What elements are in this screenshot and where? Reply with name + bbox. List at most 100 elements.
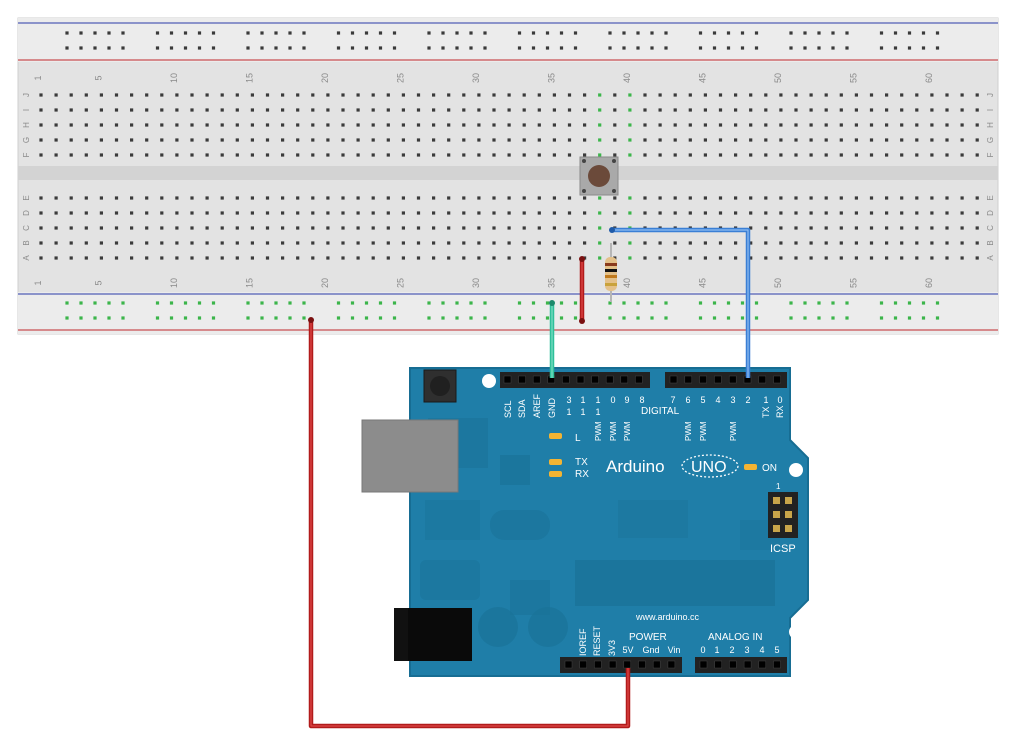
breadboard-hole[interactable] [265,138,270,142]
breadboard-hole[interactable] [613,108,617,112]
breadboard-hole[interactable] [69,108,73,112]
breadboard-hole[interactable] [552,211,556,215]
breadboard-hole[interactable] [69,256,73,260]
rail-hole[interactable] [879,31,884,35]
rail-hole[interactable] [93,31,97,35]
breadboard-hole[interactable] [945,153,949,157]
breadboard-hole[interactable] [703,196,707,200]
breadboard-hole[interactable] [628,93,632,97]
rail-hole[interactable] [65,316,69,320]
rail-hole[interactable] [469,316,473,320]
breadboard-hole[interactable] [175,123,179,127]
breadboard-hole[interactable] [839,196,843,200]
rail-hole[interactable] [817,301,821,305]
breadboard-hole[interactable] [205,93,209,97]
breadboard-hole[interactable] [296,108,300,112]
breadboard-hole[interactable] [145,108,149,112]
rail-hole[interactable] [726,301,731,305]
breadboard-hole[interactable] [401,226,405,230]
rail-hole[interactable] [831,316,835,320]
breadboard-hole[interactable] [583,211,587,215]
rail-hole[interactable] [608,46,612,50]
breadboard-hole[interactable] [250,241,254,245]
rail-hole[interactable] [921,316,926,320]
breadboard-hole[interactable] [250,226,254,230]
breadboard-hole[interactable] [311,256,315,260]
rail-hole[interactable] [197,316,202,320]
breadboard-hole[interactable] [673,123,677,127]
header-pin[interactable] [623,660,632,669]
breadboard-hole[interactable] [114,138,119,142]
breadboard-hole[interactable] [885,123,889,127]
breadboard-hole[interactable] [839,256,843,260]
rail-hole[interactable] [845,301,849,305]
breadboard-hole[interactable] [552,241,556,245]
breadboard-hole[interactable] [628,123,632,127]
breadboard-hole[interactable] [507,226,511,230]
breadboard-hole[interactable] [447,93,451,97]
rail-hole[interactable] [726,316,731,320]
rail-hole[interactable] [573,316,578,320]
breadboard-hole[interactable] [114,226,119,230]
rail-hole[interactable] [664,46,668,50]
breadboard-hole[interactable] [658,123,662,127]
breadboard-hole[interactable] [869,226,874,230]
breadboard-hole[interactable] [341,108,345,112]
breadboard-hole[interactable] [84,108,88,112]
breadboard-hole[interactable] [613,211,617,215]
breadboard-hole[interactable] [356,123,360,127]
breadboard-hole[interactable] [598,256,602,260]
breadboard-hole[interactable] [915,256,919,260]
breadboard-hole[interactable] [975,153,979,157]
breadboard-hole[interactable] [492,241,496,245]
breadboard-hole[interactable] [265,108,270,112]
breadboard-hole[interactable] [643,123,647,127]
breadboard-hole[interactable] [235,241,239,245]
breadboard-hole[interactable] [84,93,88,97]
breadboard-hole[interactable] [613,153,617,157]
rail-hole[interactable] [608,31,612,35]
breadboard-hole[interactable] [205,226,209,230]
breadboard-hole[interactable] [507,138,511,142]
breadboard-hole[interactable] [250,211,254,215]
rail-hole[interactable] [93,301,97,305]
breadboard-hole[interactable] [839,138,843,142]
breadboard-hole[interactable] [296,138,300,142]
breadboard-hole[interactable] [265,123,270,127]
breadboard-hole[interactable] [432,241,436,245]
breadboard-hole[interactable] [794,211,798,215]
rail-hole[interactable] [211,31,216,35]
breadboard-hole[interactable] [583,196,587,200]
rail-hole[interactable] [650,301,654,305]
breadboard-hole[interactable] [326,241,330,245]
breadboard-hole[interactable] [296,123,300,127]
breadboard-hole[interactable] [643,108,647,112]
breadboard-hole[interactable] [114,241,119,245]
breadboard-hole[interactable] [824,226,828,230]
breadboard-hole[interactable] [432,153,436,157]
breadboard-hole[interactable] [296,241,300,245]
rail-hole[interactable] [107,301,111,305]
breadboard-hole[interactable] [552,196,556,200]
rail-hole[interactable] [441,46,445,50]
rail-hole[interactable] [907,301,912,305]
breadboard-hole[interactable] [779,138,783,142]
breadboard-hole[interactable] [507,153,511,157]
breadboard-hole[interactable] [175,138,179,142]
breadboard-hole[interactable] [522,196,526,200]
breadboard-hole[interactable] [356,196,360,200]
rail-hole[interactable] [121,31,125,35]
breadboard-hole[interactable] [281,138,285,142]
rail-hole[interactable] [336,46,341,50]
breadboard-hole[interactable] [401,211,405,215]
rail-hole[interactable] [907,46,912,50]
rail-hole[interactable] [183,46,188,50]
rail-hole[interactable] [441,31,445,35]
breadboard-hole[interactable] [265,226,270,230]
breadboard-hole[interactable] [734,123,738,127]
rail-hole[interactable] [65,31,69,35]
breadboard-hole[interactable] [960,108,964,112]
breadboard-hole[interactable] [688,196,692,200]
rail-hole[interactable] [517,31,522,35]
breadboard-hole[interactable] [281,211,285,215]
